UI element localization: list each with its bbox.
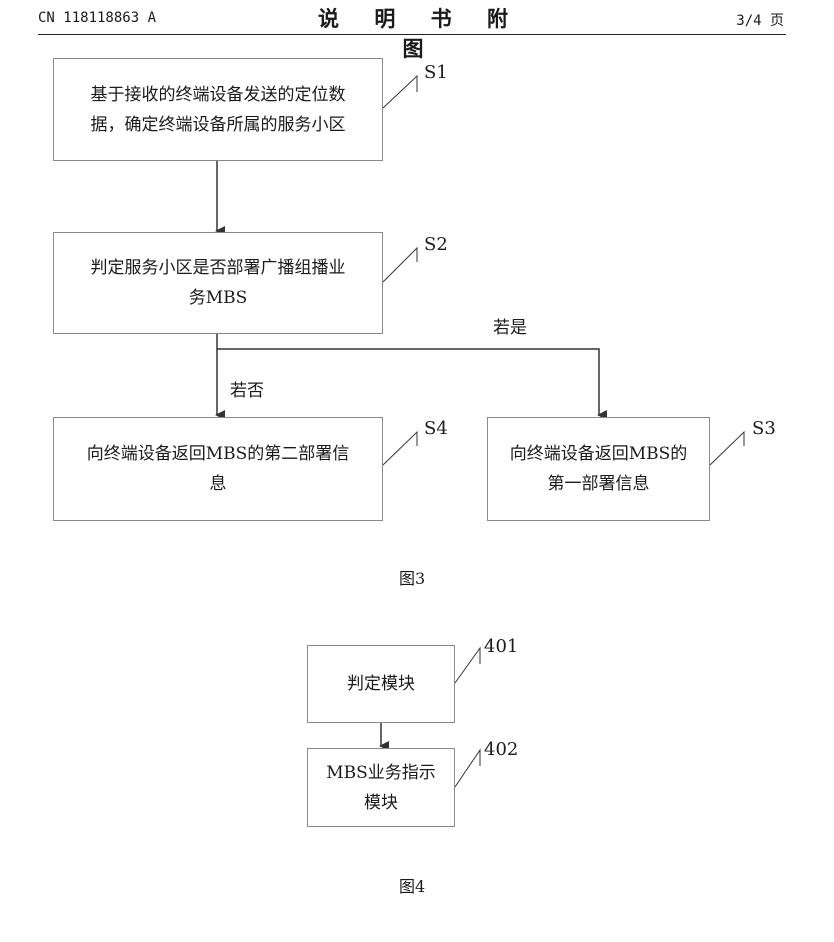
module-label-401: 401	[484, 636, 519, 657]
branch-yes-label: 若是	[493, 318, 527, 338]
module-text-line: MBS业务指示	[326, 762, 436, 783]
branch-no-label: 若否	[230, 381, 264, 401]
step-label-leaders	[382, 74, 745, 788]
patent-number: CN 118118863 A	[38, 10, 157, 26]
header-divider	[38, 34, 786, 35]
module-text-line: 判定模块	[347, 674, 415, 694]
step-box-s2: 判定服务小区是否部署广播组播业 务MBS	[53, 232, 383, 334]
arrow-s2-to-s3	[217, 348, 607, 420]
module-box-402: MBS业务指示 模块	[307, 748, 455, 827]
step-label-s3: S3	[752, 418, 776, 439]
step-text-line: 第一部署信息	[547, 474, 650, 494]
module-label-402: 402	[484, 739, 519, 760]
figure3-caption: 图3	[399, 569, 426, 588]
step-label-s2: S2	[424, 234, 448, 255]
section-title: 说 明 书 附 图	[318, 6, 522, 61]
page-number: 3/4 页	[736, 13, 784, 29]
step-text-line: 基于接收的终端设备发送的定位数	[90, 84, 346, 105]
step-box-s3: 向终端设备返回MBS的 第一部署信息	[487, 417, 710, 521]
step-text-line: 息	[209, 474, 227, 494]
figure4-caption: 图4	[399, 877, 426, 896]
step-label-s4: S4	[424, 418, 448, 439]
step-box-s4: 向终端设备返回MBS的第二部署信 息	[53, 417, 383, 521]
module-box-401: 判定模块	[307, 645, 455, 723]
module-text-line: 模块	[363, 792, 398, 813]
step-text-line: 判定服务小区是否部署广播组播业	[90, 258, 346, 278]
step-text-line: 向终端设备返回MBS的	[509, 444, 688, 464]
step-text-line: 务MBS	[188, 288, 248, 308]
step-box-s1: 基于接收的终端设备发送的定位数 据，确定终端设备所属的服务小区	[53, 58, 383, 161]
step-text-line: 据，确定终端设备所属的服务小区	[90, 114, 346, 135]
step-text-line: 向终端设备返回MBS的第二部署信	[86, 444, 350, 464]
step-label-s1: S1	[424, 62, 448, 83]
